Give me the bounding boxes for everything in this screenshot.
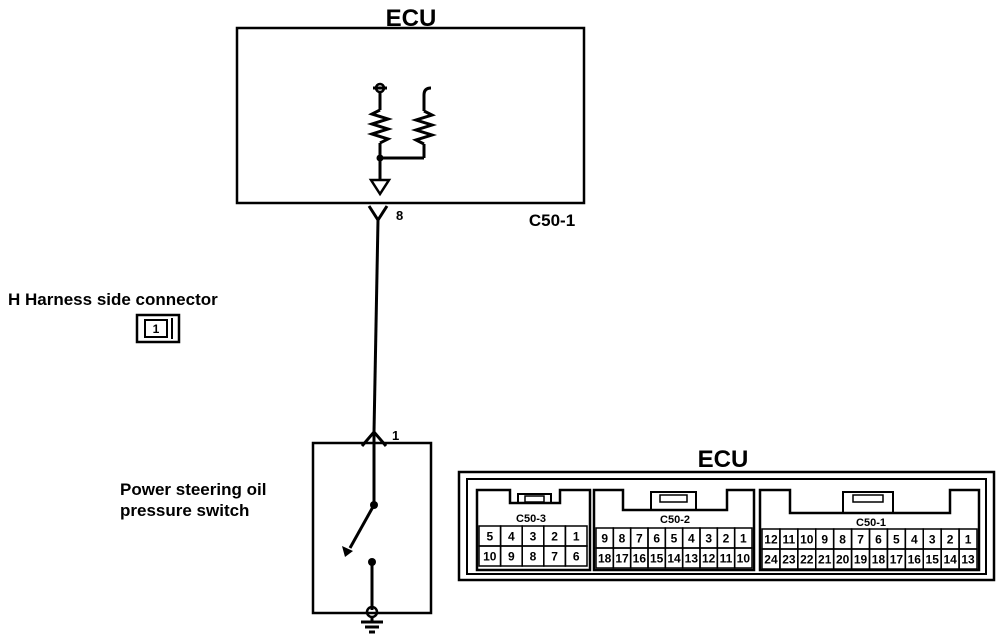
resistor-right-icon <box>410 109 438 146</box>
pin-number: 9 <box>508 550 515 564</box>
pin-number: 11 <box>720 552 733 566</box>
pin-cell <box>958 548 978 570</box>
pin-number: 2 <box>551 530 558 544</box>
pin-number: 12 <box>764 533 778 547</box>
pin-number: 20 <box>836 553 850 567</box>
ecu-connector-title: ECU <box>698 446 749 473</box>
harness-label: H Harness side connector <box>8 290 218 309</box>
wire-hook-icon <box>422 86 432 96</box>
pin-number: 10 <box>737 552 751 566</box>
pin-number: 5 <box>893 533 900 547</box>
pin-number: 2 <box>947 533 954 547</box>
pin-number: 18 <box>872 553 886 567</box>
harness-connector: H Harness side connector 1 <box>8 290 218 344</box>
pin-number: 23 <box>782 553 796 567</box>
pin-number: 14 <box>943 553 957 567</box>
pin-number: 8 <box>619 532 626 546</box>
pin-number: 2 <box>723 532 730 546</box>
pin-number: 13 <box>685 552 699 566</box>
pin-number: 8 <box>530 550 537 564</box>
pin-number: 10 <box>800 533 814 547</box>
switch-label-line2: pressure switch <box>120 501 249 520</box>
pin-number: 6 <box>653 532 660 546</box>
pin-number: 9 <box>821 533 828 547</box>
pin-number: 17 <box>615 552 629 566</box>
pin-number: 24 <box>764 553 778 567</box>
switch-pin-number: 1 <box>392 428 399 443</box>
pin-number: 4 <box>911 533 918 547</box>
pin-number: 3 <box>929 533 936 547</box>
pin-number: 9 <box>601 532 608 546</box>
ecu-box <box>235 26 586 205</box>
pin-number: 6 <box>875 533 882 547</box>
pin-number: 5 <box>486 530 493 544</box>
pin-number: 15 <box>926 553 940 567</box>
pin-number: 11 <box>783 533 796 547</box>
ecu-pin-number: 8 <box>396 208 403 223</box>
switch-label-line1: Power steering oil <box>120 480 266 499</box>
pin-number: 14 <box>667 552 681 566</box>
pin-number: 17 <box>890 553 904 567</box>
pin-number: 3 <box>705 532 712 546</box>
c50-2-label: C50-2 <box>660 514 690 526</box>
pin-number: 16 <box>633 552 647 566</box>
ecu-internal-circuit <box>366 82 438 197</box>
pin-number: 21 <box>818 553 832 567</box>
pin-number: 6 <box>573 550 580 564</box>
signal-wire <box>372 219 380 433</box>
ecu-module: ECU C50-1 8 <box>235 5 586 230</box>
pin-number: 1 <box>573 530 580 544</box>
harness-pin-cell <box>144 319 168 338</box>
pin-number: 12 <box>702 552 716 566</box>
pin-number: 7 <box>636 532 643 546</box>
c50-1-label: C50-1 <box>856 517 886 529</box>
pin-number: 10 <box>483 550 497 564</box>
pin-number: 1 <box>740 532 747 546</box>
pin-number: 13 <box>961 553 975 567</box>
harness-connector-face <box>135 313 181 344</box>
pin-number: 4 <box>688 532 695 546</box>
connector-pin-icon <box>367 205 389 223</box>
pin-number: 3 <box>530 530 537 544</box>
c50-3-label: C50-3 <box>516 513 546 525</box>
ecu-connector-id: C50-1 <box>529 211 575 230</box>
harness-pin-number: 1 <box>153 322 160 336</box>
pin-cell <box>564 545 588 567</box>
pin-number: 7 <box>857 533 864 547</box>
pin-number: 15 <box>650 552 664 566</box>
pin-number: 8 <box>839 533 846 547</box>
switch-blade-icon <box>348 504 376 549</box>
pin-number: 19 <box>854 553 868 567</box>
pressure-switch: Power steering oil pressure switch 1 <box>120 428 433 634</box>
connector-outer-frame <box>457 470 996 582</box>
pin-number: 7 <box>551 550 558 564</box>
pin-number: 16 <box>908 553 922 567</box>
resistor-left-icon <box>366 108 394 145</box>
pin-number: 18 <box>598 552 612 566</box>
pin-number: 4 <box>508 530 515 544</box>
pin-number: 5 <box>671 532 678 546</box>
pin-number: 1 <box>965 533 972 547</box>
connector-inner-frame <box>466 478 987 575</box>
switch-box <box>311 441 433 615</box>
pin-cell <box>733 547 753 569</box>
pin-number: 22 <box>800 553 814 567</box>
ground-icon <box>361 617 383 634</box>
chassis-ground-icon <box>368 178 392 197</box>
